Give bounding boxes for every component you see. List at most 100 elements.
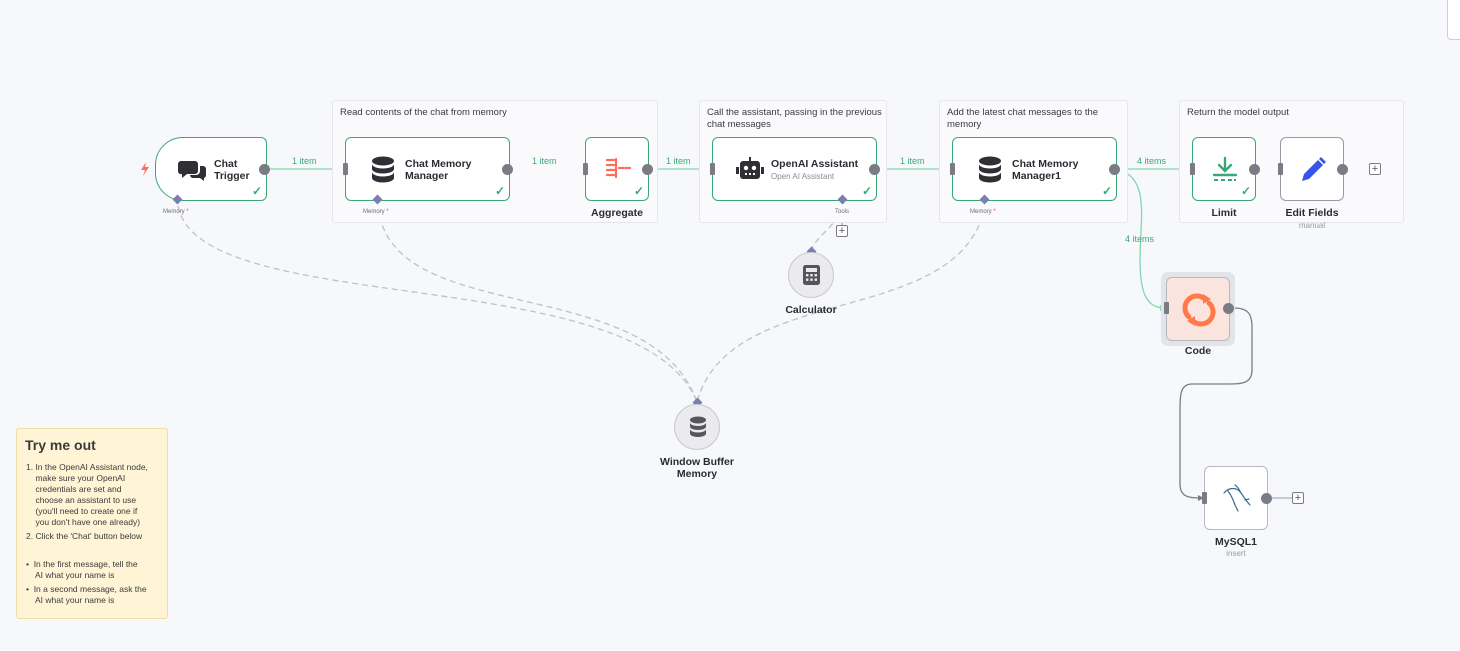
required-mark: *	[186, 209, 189, 215]
mysql1-subtitle: insert	[1226, 549, 1246, 558]
openai-assistant-output-handle[interactable]	[869, 164, 880, 175]
code-input-handle[interactable]	[1164, 302, 1169, 314]
memory-label-text: Memory	[970, 209, 992, 215]
database-icon	[979, 156, 1001, 183]
chat-trigger-output-handle[interactable]	[259, 164, 270, 175]
limit-node[interactable]: ✓	[1192, 137, 1256, 201]
window-buffer-memory-label-2: Memory	[676, 468, 718, 480]
note-line: choose an assistant to use	[26, 495, 137, 505]
chat-bubbles-icon	[178, 161, 207, 181]
wire-memory-trigger	[177, 205, 698, 403]
sticky-text: Read contents of the chat from memory	[340, 107, 507, 118]
code-label: Code	[1184, 345, 1212, 357]
conn-label-aggregate-assistant: 1 item	[666, 156, 691, 166]
openai-assistant-input-handle[interactable]	[710, 163, 715, 175]
sticky-text: Add the latest chat messages to the memo…	[947, 107, 1099, 130]
openai-assistant-node[interactable]: OpenAI Assistant Open AI Assistant ✓	[712, 137, 877, 201]
wire-memory-manager1	[696, 205, 986, 403]
checkmark-icon: ✓	[633, 184, 644, 198]
note-line: make sure your OpenAI	[26, 473, 126, 483]
memory-label-text: Memory	[363, 209, 385, 215]
chat-memory-manager1-node[interactable]: Chat Memory Manager1 ✓	[952, 137, 1117, 201]
mysql1-label: MySQL1	[1214, 536, 1257, 548]
add-node-after-edit-fields[interactable]: +	[1369, 163, 1381, 175]
conn-label-trigger-manager: 1 item	[292, 156, 317, 166]
chat-trigger-memory-label: Memory *	[163, 209, 189, 215]
chat-trigger-title-1: Chat	[214, 158, 238, 170]
openai-assistant-subtitle: Open AI Assistant	[771, 172, 835, 181]
note-line: • In the first message, tell the	[26, 559, 138, 569]
note-line: 1. In the OpenAI Assistant node,	[26, 462, 148, 472]
conn-label-assistant-manager1: 1 item	[900, 156, 925, 166]
checkmark-icon: ✓	[251, 184, 262, 198]
note-line: AI what your name is	[26, 570, 115, 580]
note-line: (you'll need to create one if	[26, 506, 138, 516]
calculator-label: Calculator	[785, 304, 837, 316]
window-buffer-memory-node[interactable]	[674, 404, 720, 450]
aggregate-input-handle[interactable]	[583, 163, 588, 175]
chat-memory-manager1-memory-label: Memory *	[970, 209, 996, 215]
edit-fields-node[interactable]	[1280, 137, 1344, 201]
chat-memory-manager-title-2: Manager	[405, 170, 449, 182]
chat-trigger-title-2: Trigger	[214, 170, 250, 182]
panel-toggle[interactable]	[1447, 0, 1460, 40]
robot-icon	[736, 157, 764, 179]
edit-fields-input-handle[interactable]	[1278, 163, 1283, 175]
mysql1-input-handle[interactable]	[1202, 492, 1207, 504]
code-node[interactable]	[1166, 277, 1230, 341]
chat-memory-manager1-output-handle[interactable]	[1109, 164, 1120, 175]
note-line: AI what your name is	[26, 595, 115, 605]
limit-input-handle[interactable]	[1190, 163, 1195, 175]
aggregate-output-handle[interactable]	[642, 164, 653, 175]
calculator-icon	[803, 265, 820, 285]
chat-memory-manager1-input-handle[interactable]	[950, 163, 955, 175]
window-buffer-memory-label-1: Window Buffer	[660, 456, 734, 468]
note-line: • In a second message, ask the	[26, 584, 147, 594]
database-icon	[372, 156, 394, 183]
add-tool-button[interactable]: +	[836, 225, 848, 237]
limit-label: Limit	[1211, 207, 1237, 219]
sticky-text: Call the assistant, passing in the previ…	[707, 107, 882, 130]
try-me-out-note[interactable]: Try me out 1. In the OpenAI Assistant no…	[16, 428, 168, 619]
pencil-icon	[1302, 157, 1326, 181]
edit-fields-output-handle[interactable]	[1337, 164, 1348, 175]
chat-memory-manager-title-1: Chat Memory	[405, 158, 472, 170]
checkmark-icon: ✓	[1101, 184, 1112, 198]
download-icon	[1212, 156, 1238, 181]
code-output-handle[interactable]	[1223, 303, 1234, 314]
chat-memory-manager-input-handle[interactable]	[343, 163, 348, 175]
conn-label-manager1-limit: 4 items	[1137, 156, 1167, 166]
required-mark: *	[993, 209, 996, 215]
chat-memory-manager-memory-label: Memory *	[363, 209, 389, 215]
required-mark: *	[386, 209, 389, 215]
memory-label-text: Memory	[163, 209, 185, 215]
note-line: credentials are set and	[26, 484, 122, 494]
chat-memory-manager-output-handle[interactable]	[502, 164, 513, 175]
bolt-icon	[141, 162, 149, 176]
checkmark-icon: ✓	[861, 184, 872, 198]
checkmark-icon: ✓	[1240, 184, 1251, 198]
conn-label-manager1-code: 4 items	[1125, 234, 1155, 244]
conn-label-manager-aggregate: 1 item	[532, 156, 557, 166]
sticky-text: Return the model output	[1187, 107, 1289, 118]
chat-memory-manager-node[interactable]: Chat Memory Manager ✓	[345, 137, 510, 201]
mysql1-node[interactable]	[1204, 466, 1268, 530]
edit-fields-label: Edit Fields	[1285, 207, 1339, 219]
chat-trigger-node[interactable]: Chat Trigger ✓	[155, 137, 267, 201]
edit-fields-subtitle: manual	[1298, 221, 1326, 230]
mysql1-output-handle[interactable]	[1261, 493, 1272, 504]
note-line: you don't have one already)	[26, 517, 141, 527]
chat-memory-manager1-title-2: Manager1	[1012, 170, 1062, 182]
aggregate-node[interactable]: ✓	[585, 137, 649, 201]
wire-code-mysql	[1179, 307, 1253, 499]
database-icon	[690, 416, 706, 437]
note-line: 2. Click the 'Chat' button below	[26, 531, 143, 541]
wire-memory-manager	[377, 205, 698, 403]
note-title: Try me out	[25, 437, 96, 453]
dolphin-icon	[1223, 484, 1251, 512]
calculator-node[interactable]	[788, 252, 834, 298]
limit-output-handle[interactable]	[1249, 164, 1260, 175]
openai-assistant-title: OpenAI Assistant	[771, 158, 859, 170]
add-node-after-mysql1[interactable]: +	[1292, 492, 1304, 504]
code-cycle-icon	[1182, 293, 1216, 327]
